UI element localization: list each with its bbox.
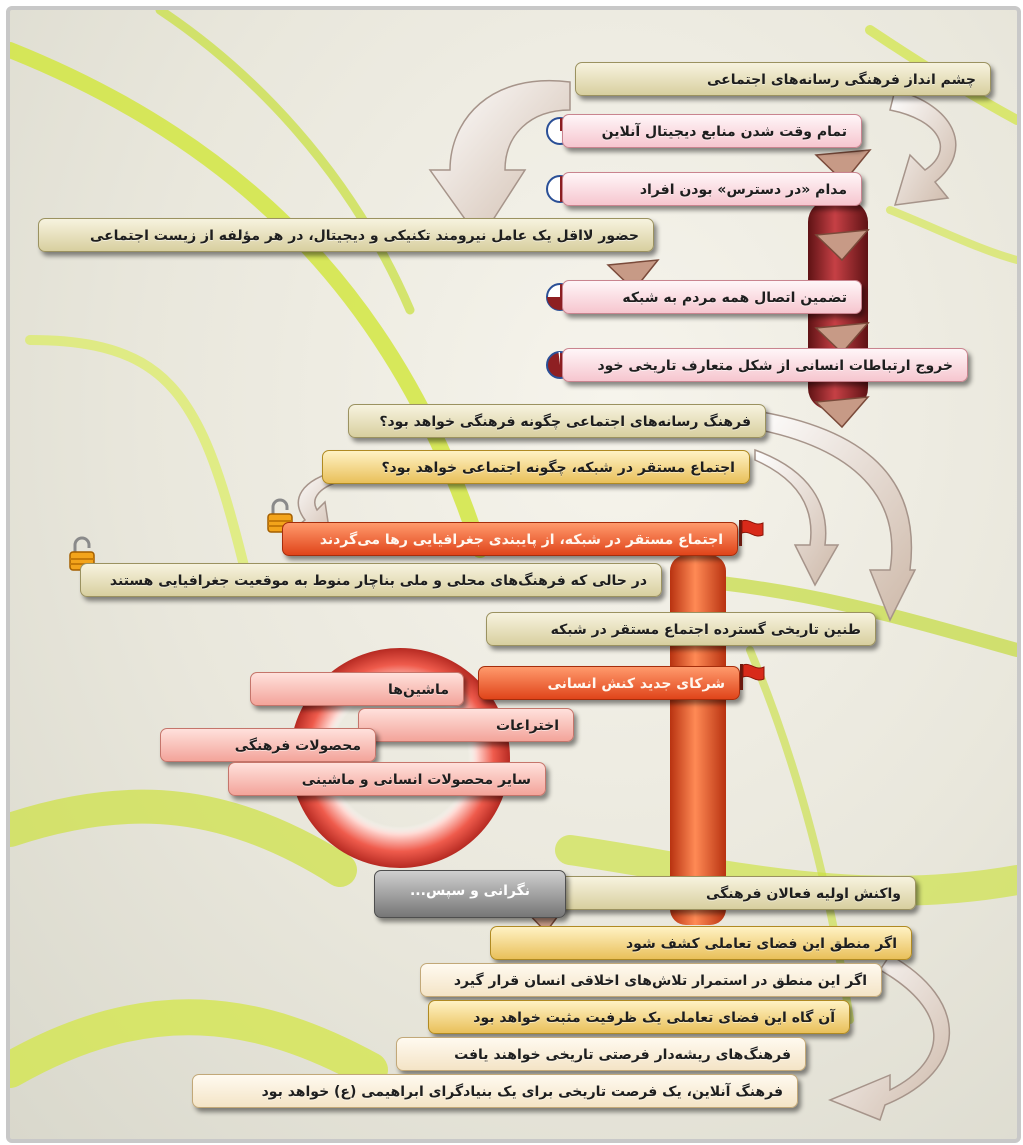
node-if-logic-discovered[interactable]: اگر منطق این فضای تعاملی کشف شود	[490, 926, 912, 960]
node-communications-exit[interactable]: خروج ارتباطات انسانی از شکل متعارف تاریخ…	[562, 348, 968, 382]
node-rooted-cultures[interactable]: فرهنگ‌های ریشه‌دار فرصتی تاریخی خواهند ی…	[396, 1037, 806, 1071]
node-technical-factor[interactable]: حضور لااقل یک عامل نیرومند تکنیکی و دیجی…	[38, 218, 654, 252]
main-title-node[interactable]: چشم انداز فرهنگی رسانه‌های اجتماعی	[575, 62, 991, 96]
red-flag-icon	[740, 663, 765, 690]
node-connect-everyone[interactable]: تضمین اتصال همه مردم به شبکه	[562, 280, 862, 314]
partner-cultural-products[interactable]: محصولات فرهنگی	[160, 728, 376, 762]
node-historical-echo[interactable]: طنین تاریخی گسترده اجتماع مستقر در شبکه	[486, 612, 876, 646]
node-if-ethics[interactable]: اگر این منطق در استمرار تلاش‌های اخلاقی …	[420, 963, 882, 997]
node-worry-then[interactable]: نگرانی و سپس...	[374, 870, 566, 918]
question-community[interactable]: اجتماع مستقر در شبکه، چگونه اجتماعی خواه…	[322, 450, 750, 484]
node-always-available[interactable]: مدام «در دسترس» بودن افراد	[562, 172, 862, 206]
partner-machines[interactable]: ماشین‌ها	[250, 672, 464, 706]
node-initial-reaction[interactable]: واکنش اولیه فعالان فرهنگی	[496, 876, 916, 910]
partner-inventions[interactable]: اختراعات	[358, 708, 574, 742]
node-freed-from-geography[interactable]: اجتماع مستقر در شبکه، از پایبندی جغرافیا…	[282, 522, 738, 556]
mindmap-canvas: چشم انداز فرهنگی رسانه‌های اجتماعی تمام …	[6, 6, 1021, 1143]
node-then-positive[interactable]: آن گاه این فضای تعاملی یک ظرفیت مثبت خوا…	[428, 1000, 850, 1034]
partner-other-products[interactable]: سایر محصولات انسانی و ماشینی	[228, 762, 546, 796]
red-flag-icon	[739, 519, 764, 546]
node-local-cultures[interactable]: در حالی که فرهنگ‌های محلی و ملی بناچار م…	[80, 563, 662, 597]
node-online-culture-opportunity[interactable]: فرهنگ آنلاین، یک فرصت تاریخی برای یک بنی…	[192, 1074, 798, 1108]
question-culture[interactable]: فرهنگ رسانه‌های اجتماعی چگونه فرهنگی خوا…	[348, 404, 766, 438]
triangle-connector-icon	[518, 149, 872, 934]
node-digital-resources[interactable]: تمام وقت شدن منابع دیجیتال آنلاین	[562, 114, 862, 148]
node-new-partners[interactable]: شرکای جدید کنش انسانی	[478, 666, 740, 700]
orange-stem	[670, 555, 726, 925]
